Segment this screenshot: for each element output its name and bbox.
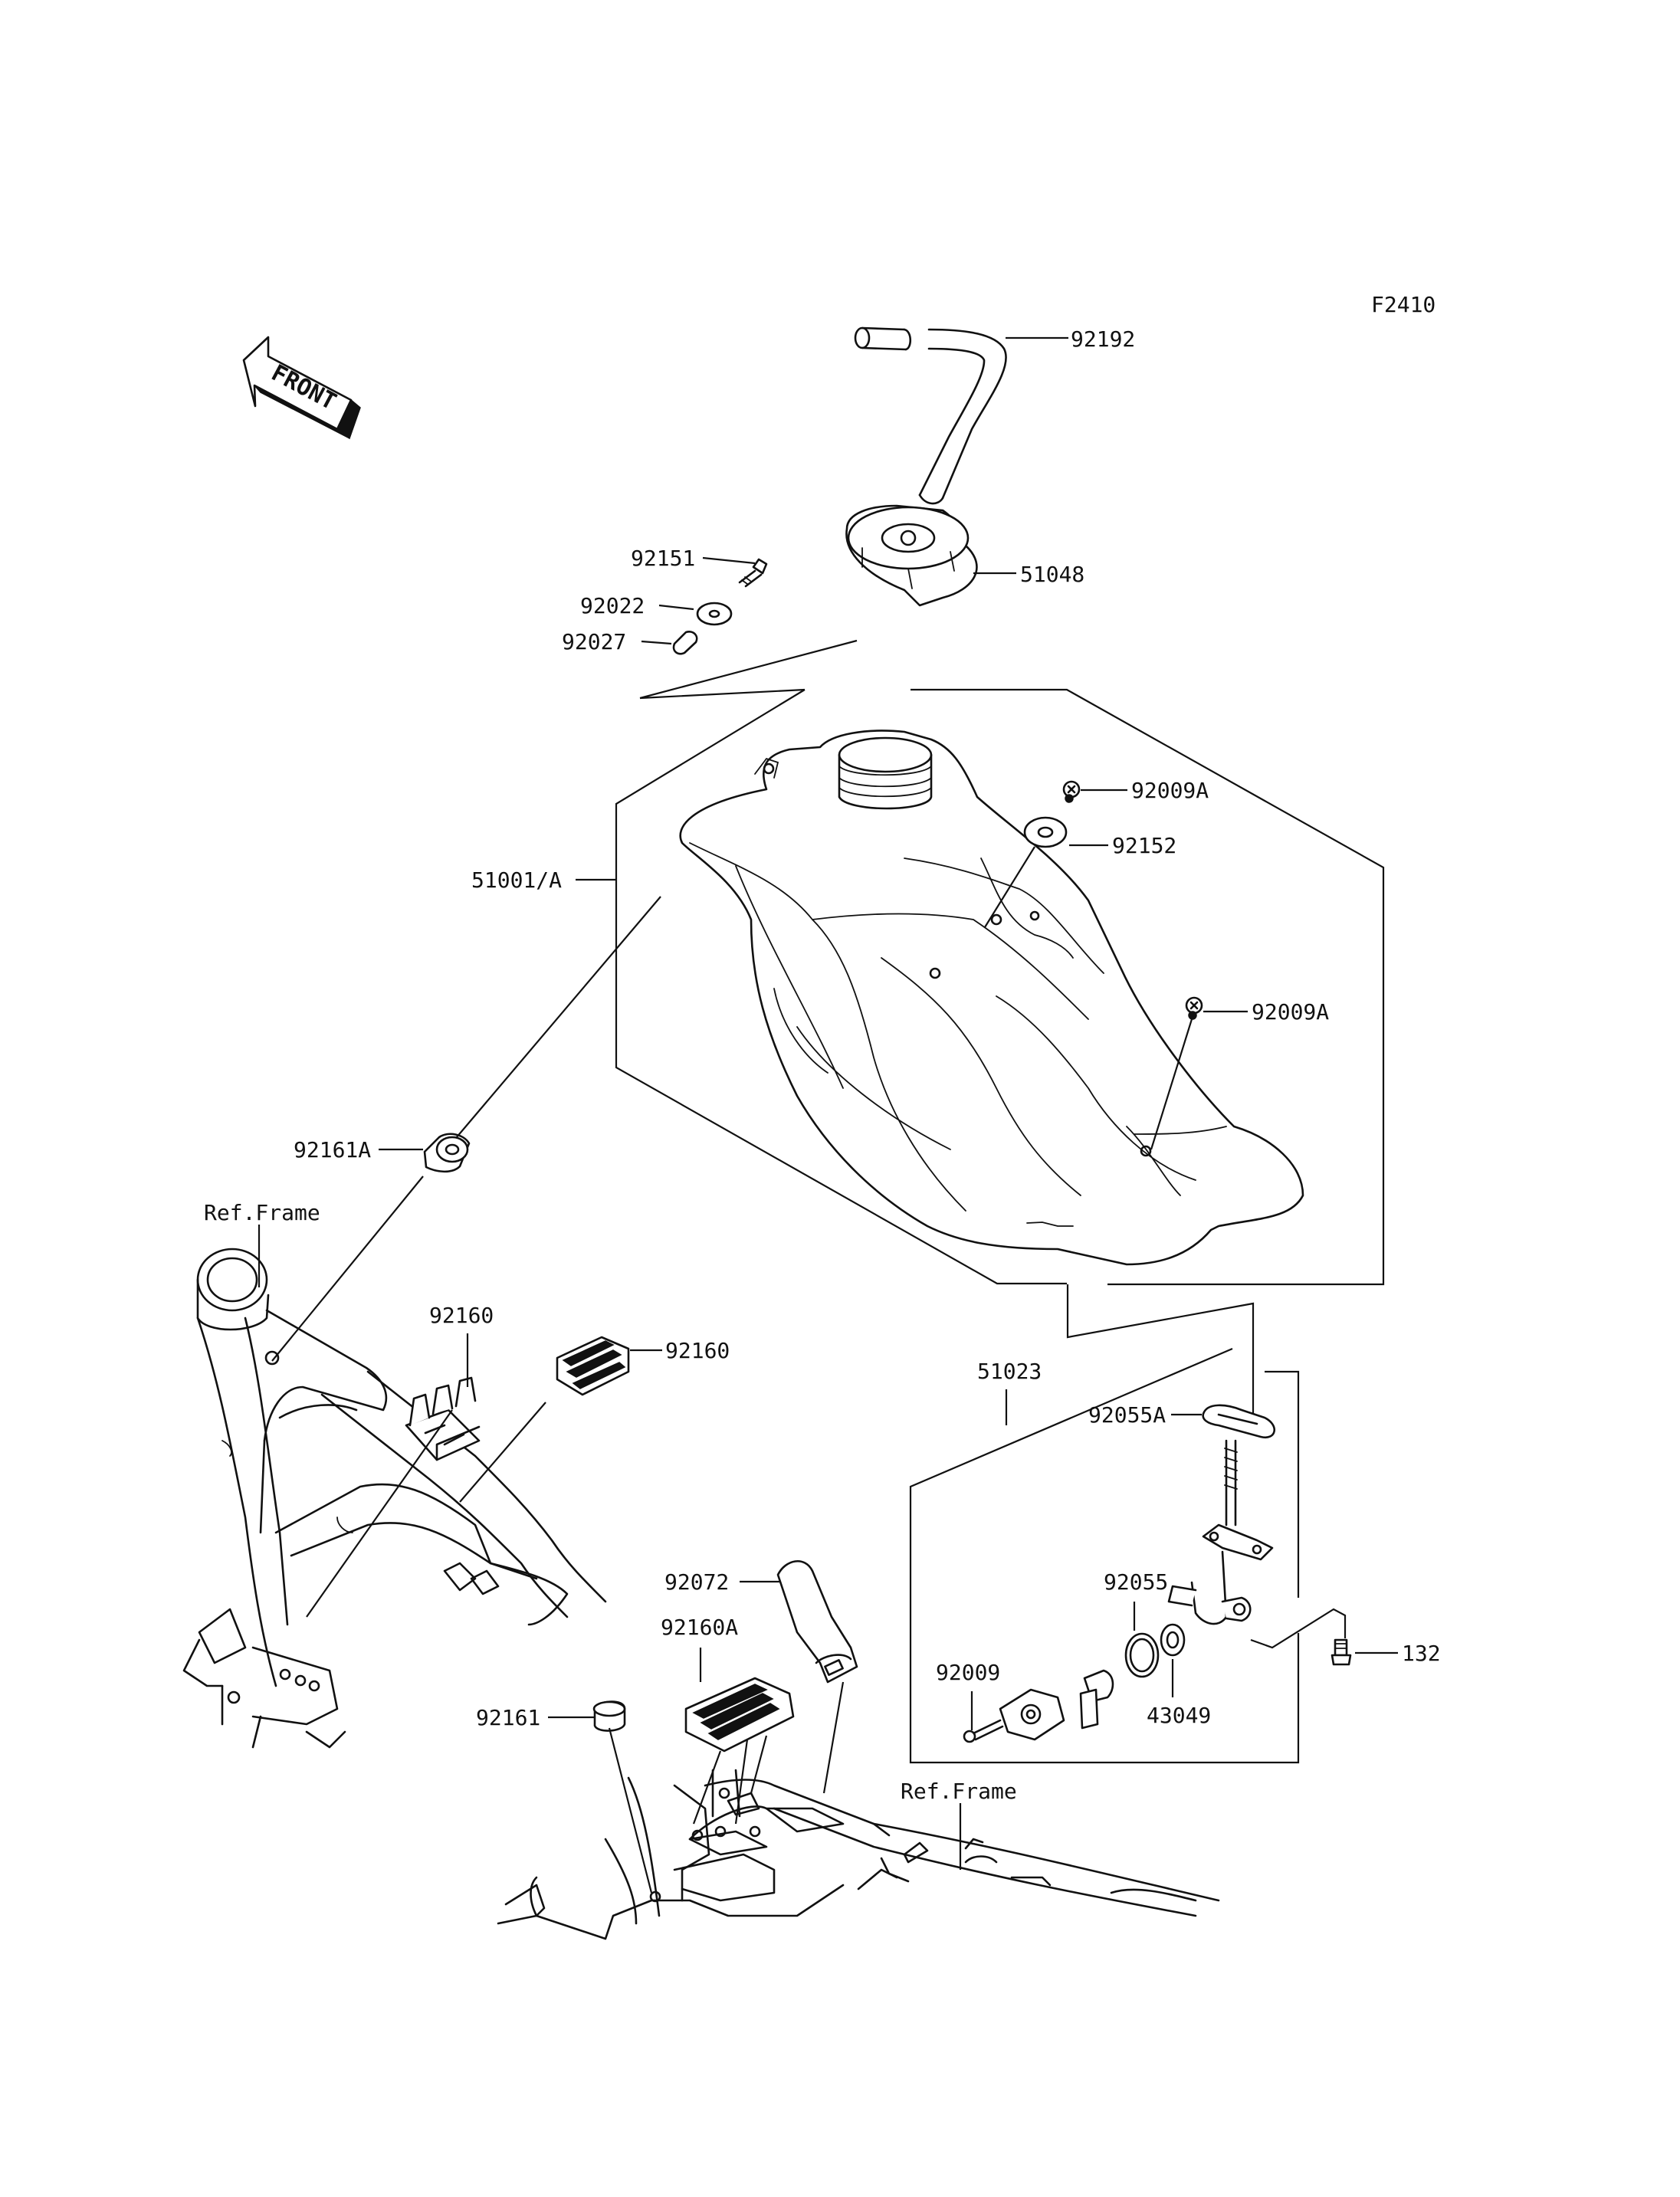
fuel-cock-bracket bbox=[909, 1284, 1300, 1764]
washer-43049 bbox=[1160, 1623, 1186, 1657]
callout-43049: 43049 bbox=[1147, 1703, 1211, 1728]
callout-92009: 92009 bbox=[936, 1660, 1000, 1685]
leader-92161a-frame bbox=[271, 1176, 424, 1362]
rubber-pad-92160-right bbox=[556, 1336, 630, 1396]
cock-lever bbox=[1079, 1669, 1114, 1730]
tank-strap-92072 bbox=[776, 1559, 858, 1684]
callout-92055a: 92055A bbox=[1088, 1402, 1166, 1428]
leader-132 bbox=[1250, 1608, 1398, 1654]
cock-plate bbox=[999, 1688, 1065, 1741]
callout-92009a-mid: 92009A bbox=[1252, 999, 1329, 1025]
tank-mount-leader bbox=[639, 639, 858, 700]
callout-92161a: 92161A bbox=[294, 1137, 371, 1162]
leader-92009a-tank bbox=[1150, 1018, 1193, 1150]
tank-assembly-bracket bbox=[615, 688, 1385, 1286]
leader-92161-frame bbox=[608, 1727, 653, 1894]
callout-92027: 92027 bbox=[562, 629, 626, 654]
callout-92151: 92151 bbox=[631, 546, 695, 571]
callout-92160a: 92160A bbox=[661, 1615, 738, 1640]
callout-92055: 92055 bbox=[1104, 1569, 1168, 1595]
bolt-132 bbox=[1331, 1638, 1352, 1666]
rubber-92160a bbox=[684, 1677, 795, 1753]
damper-92161a bbox=[423, 1133, 471, 1173]
left-frame-section bbox=[182, 1248, 607, 1749]
bolt-92151 bbox=[738, 558, 768, 588]
front-arrow-icon: FRONT bbox=[242, 336, 361, 440]
callout-92022: 92022 bbox=[580, 593, 645, 618]
callout-51023: 51023 bbox=[977, 1359, 1042, 1384]
leader-92161a-tank bbox=[455, 896, 661, 1139]
lower-frame-section bbox=[497, 1769, 1220, 1940]
callout-92152: 92152 bbox=[1112, 833, 1176, 858]
gasket-92055a bbox=[1202, 1404, 1275, 1439]
callout-92009a-top: 92009A bbox=[1131, 778, 1209, 803]
grommet-92152 bbox=[1023, 816, 1068, 848]
damper-92161 bbox=[592, 1700, 626, 1732]
fuel-cock-valve bbox=[1167, 1439, 1274, 1625]
screw-92009a-top bbox=[1062, 780, 1081, 803]
callout-51001a: 51001/A bbox=[471, 867, 562, 893]
ref-frame-label-left: Ref.Frame bbox=[204, 1200, 320, 1225]
screw-92009a-mid bbox=[1185, 996, 1203, 1020]
leader-92160-right-frame bbox=[459, 1402, 546, 1503]
callout-92161: 92161 bbox=[476, 1705, 540, 1730]
breather-hose bbox=[854, 326, 1007, 505]
leader-92160a-frame bbox=[692, 1739, 749, 1825]
collar-92027 bbox=[672, 631, 698, 655]
leader-92152-tank bbox=[984, 846, 1035, 928]
leader-92160-left-frame bbox=[306, 1409, 453, 1618]
fuel-tank bbox=[679, 730, 1304, 1266]
callout-leaders bbox=[379, 336, 1248, 1719]
callout-51048: 51048 bbox=[1020, 562, 1084, 587]
screw-92009 bbox=[963, 1719, 1004, 1743]
callout-92160-right: 92160 bbox=[665, 1338, 730, 1363]
callout-92072: 92072 bbox=[664, 1569, 729, 1595]
figure-id: F2410 bbox=[1371, 292, 1436, 317]
callout-92160-left: 92160 bbox=[429, 1303, 494, 1328]
o-ring-92055 bbox=[1124, 1632, 1160, 1678]
rubber-pad-92160-left bbox=[405, 1376, 481, 1461]
leader-92072-frame bbox=[750, 1681, 845, 1794]
washer-92022 bbox=[696, 602, 733, 626]
callout-92192: 92192 bbox=[1071, 326, 1135, 352]
ref-frame-label-lower: Ref.Frame bbox=[901, 1779, 1017, 1804]
callout-132: 132 bbox=[1402, 1641, 1441, 1666]
fuel-cap bbox=[845, 504, 978, 607]
